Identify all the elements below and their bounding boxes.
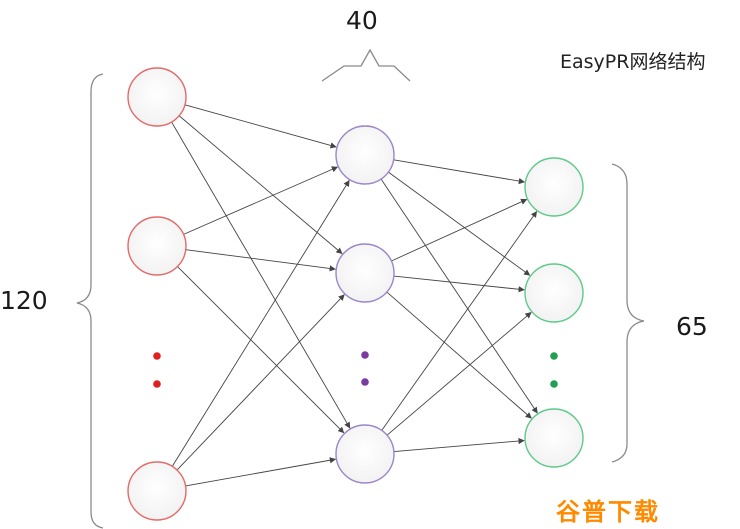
input-layer-brace: [76, 73, 104, 529]
output-layer-count-label: 65: [676, 312, 708, 341]
output-neuron-2: [524, 408, 584, 468]
output-layer-brace: [611, 163, 645, 463]
edge-hidden-0-to-output-0: [393, 159, 526, 185]
input-ellipsis-dot-1: [153, 380, 161, 388]
hidden-neuron-0: [335, 125, 395, 185]
input-layer-count-label: 120: [0, 286, 48, 315]
hidden-ellipsis-dot-0: [361, 351, 369, 359]
connection-edges: [171, 104, 538, 487]
edge-input-2-to-hidden-0: [171, 179, 350, 467]
edge-hidden-2-to-output-2: [393, 437, 525, 453]
diagram-title: EasyPR网络结构: [560, 51, 706, 73]
neuron-nodes: [127, 67, 584, 521]
watermark-logo: 谷普下载: [556, 498, 660, 526]
edge-hidden-2-to-output-0: [381, 210, 538, 431]
input-neuron-2: [127, 461, 187, 521]
edge-hidden-1-to-output-1: [393, 275, 525, 293]
output-neuron-0: [524, 157, 584, 217]
edge-input-0-to-hidden-0: [184, 104, 337, 149]
edge-input-1-to-hidden-2: [177, 266, 345, 434]
hidden-ellipsis-dot-1: [361, 378, 369, 386]
hidden-neuron-2: [335, 424, 395, 484]
hidden-neuron-1: [335, 243, 395, 303]
edge-input-2-to-hidden-2: [185, 457, 337, 487]
input-neuron-1: [127, 216, 187, 276]
edge-input-1-to-hidden-0: [183, 166, 339, 235]
output-ellipsis-dot-0: [550, 352, 558, 360]
output-ellipsis-dot-1: [550, 380, 558, 388]
hidden-layer-brace: [321, 48, 411, 82]
edge-input-2-to-hidden-1: [176, 294, 345, 471]
edge-hidden-1-to-output-0: [391, 198, 528, 262]
ellipsis-dots: [153, 351, 558, 388]
edge-hidden-0-to-output-1: [388, 171, 531, 276]
input-neuron-0: [127, 67, 187, 127]
edge-input-1-to-hidden-1: [185, 249, 336, 272]
edge-hidden-2-to-output-1: [386, 312, 532, 436]
input-ellipsis-dot-0: [153, 352, 161, 360]
edge-hidden-0-to-output-2: [380, 178, 538, 414]
edge-input-0-to-hidden-1: [178, 115, 343, 255]
edge-hidden-1-to-output-2: [386, 291, 532, 419]
hidden-layer-count-label: 40: [346, 6, 378, 35]
edge-input-0-to-hidden-2: [171, 121, 351, 429]
output-neuron-1: [524, 263, 584, 323]
